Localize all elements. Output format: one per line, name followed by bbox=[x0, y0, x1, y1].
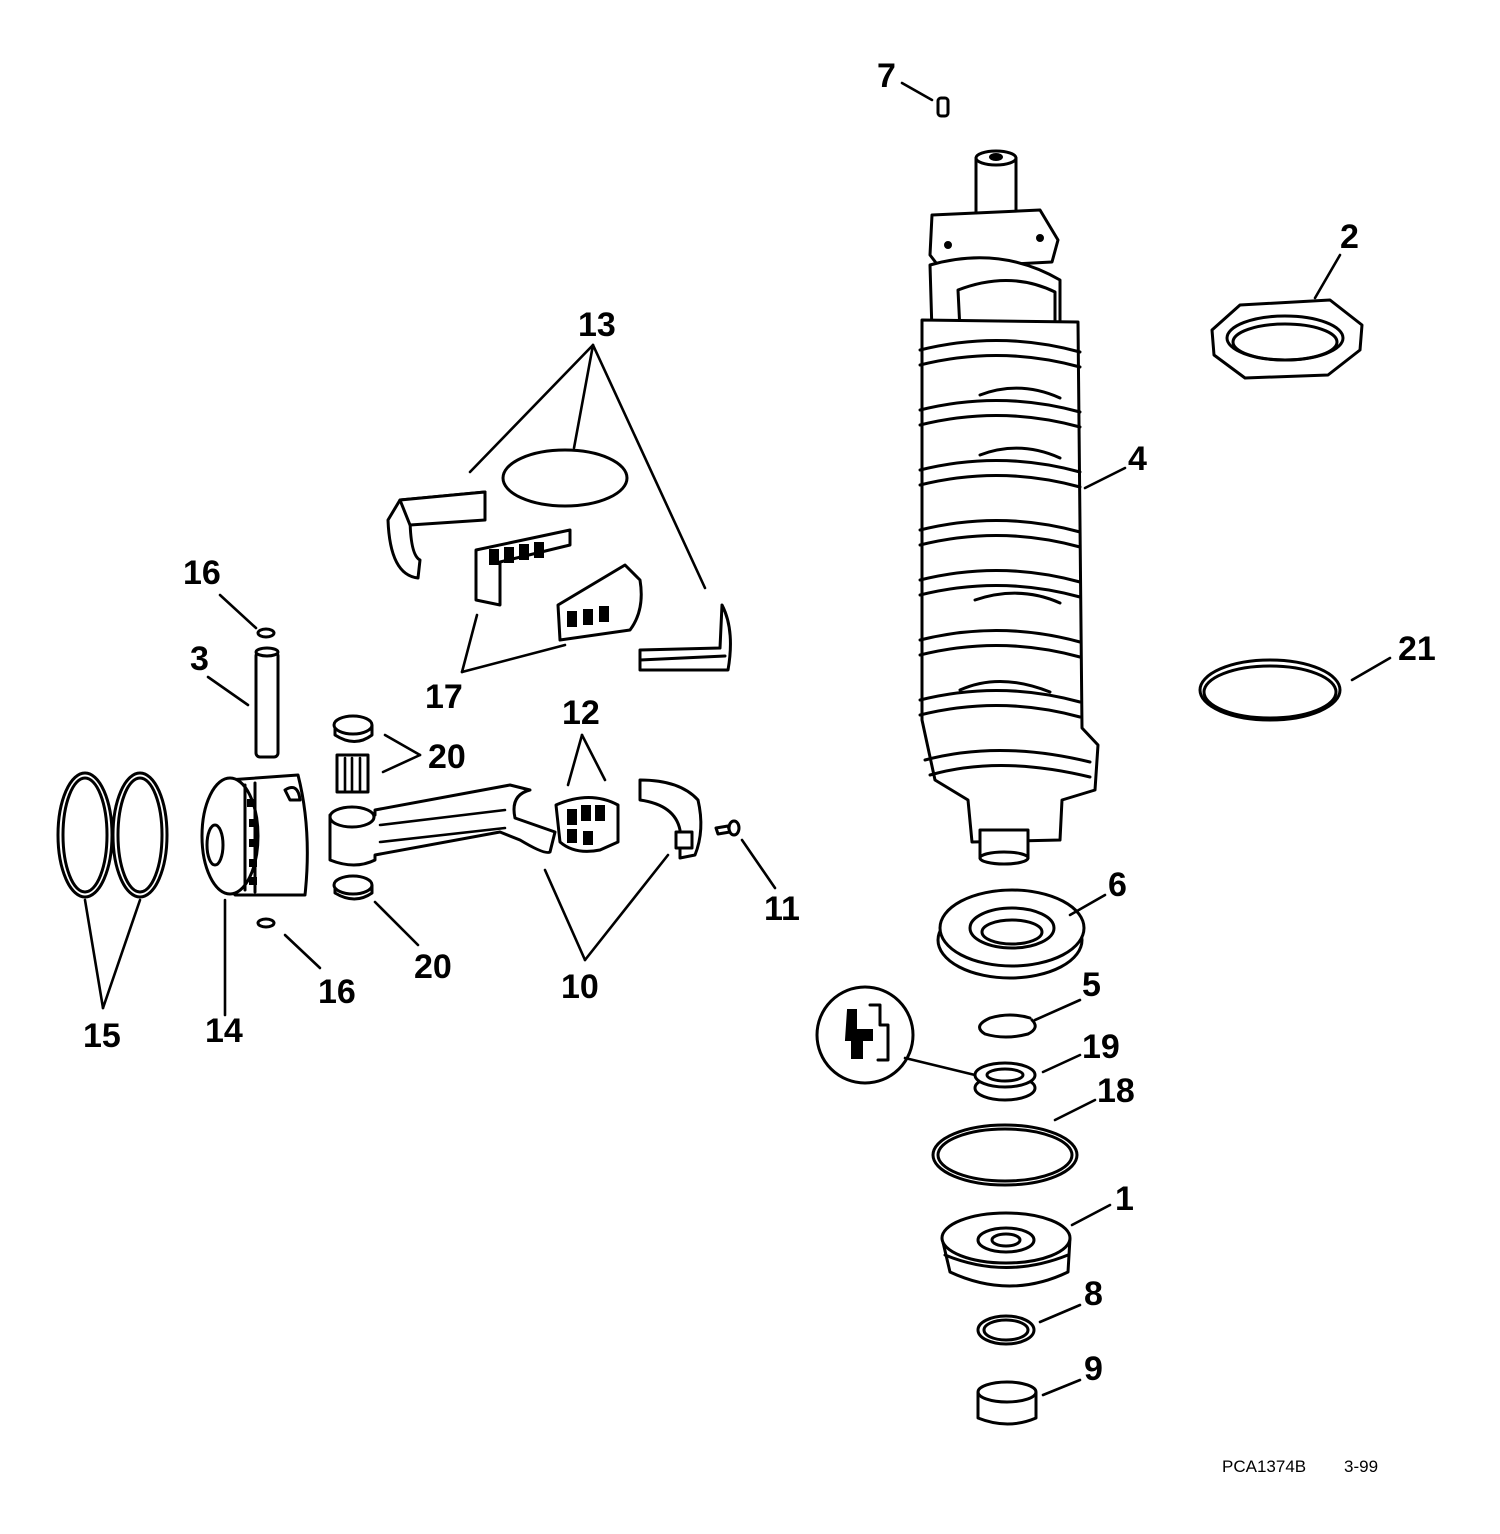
woodruff-key bbox=[936, 96, 950, 118]
main-bearing-set bbox=[386, 448, 732, 672]
needle-bearing-cages bbox=[474, 528, 643, 642]
piston-ring-grooves bbox=[247, 799, 257, 885]
callout-20-upper: 20 bbox=[428, 738, 466, 776]
snap-ring bbox=[978, 1013, 1037, 1039]
piston-rings bbox=[56, 771, 169, 899]
callout-8: 8 bbox=[1084, 1275, 1103, 1313]
callout-18: 18 bbox=[1097, 1072, 1135, 1110]
wrist-pin-bearing-lower bbox=[332, 874, 374, 901]
small-o-ring bbox=[976, 1314, 1036, 1346]
connecting-rod bbox=[328, 783, 557, 867]
oil-seal bbox=[973, 1061, 1037, 1102]
callout-16-upper: 16 bbox=[183, 554, 221, 592]
callout-4: 4 bbox=[1128, 440, 1147, 478]
piston-pin bbox=[254, 646, 280, 759]
bearing-housing bbox=[940, 1211, 1072, 1288]
callout-20-lower: 20 bbox=[414, 948, 452, 986]
callout-15: 15 bbox=[83, 1017, 121, 1055]
callout-labels: 7 2 4 21 6 5 19 18 1 8 9 13 17 16 3 12 2… bbox=[83, 57, 1436, 1388]
callout-9: 9 bbox=[1084, 1350, 1103, 1388]
callout-19: 19 bbox=[1082, 1028, 1120, 1066]
callout-11: 11 bbox=[764, 890, 800, 928]
seal-detail-inset bbox=[815, 985, 977, 1085]
o-ring bbox=[931, 1123, 1079, 1187]
callout-13: 13 bbox=[578, 306, 616, 344]
callout-16-lower: 16 bbox=[318, 973, 356, 1011]
bushing bbox=[976, 1380, 1038, 1426]
callout-6: 6 bbox=[1108, 866, 1127, 904]
callout-2: 2 bbox=[1340, 218, 1359, 256]
callout-7: 7 bbox=[877, 57, 896, 95]
callout-17: 17 bbox=[425, 678, 463, 716]
leader-lines bbox=[83, 81, 1392, 1397]
ball-bearing bbox=[936, 888, 1086, 980]
pin-retainer-clip-upper bbox=[256, 627, 276, 639]
piston bbox=[200, 773, 309, 897]
crank-journals bbox=[918, 338, 1092, 779]
callout-3: 3 bbox=[190, 640, 209, 678]
callout-10: 10 bbox=[561, 968, 599, 1006]
callout-5: 5 bbox=[1082, 966, 1101, 1004]
drawing-code: PCA1374B bbox=[1222, 1457, 1306, 1476]
callout-12: 12 bbox=[562, 694, 600, 732]
pin-retainer-clip-lower bbox=[256, 917, 276, 929]
wrist-pin-bearing-upper bbox=[332, 714, 374, 794]
seal-plate bbox=[1210, 298, 1364, 380]
callout-14: 14 bbox=[205, 1012, 243, 1050]
callout-1: 1 bbox=[1115, 1180, 1134, 1218]
rod-cap-screw bbox=[714, 819, 741, 837]
drawing-date: 3-99 bbox=[1344, 1457, 1378, 1476]
callout-21: 21 bbox=[1398, 630, 1436, 668]
retaining-ring bbox=[1198, 658, 1342, 722]
rod-cap bbox=[638, 778, 703, 860]
rod-bearing-cage bbox=[554, 796, 620, 853]
crankshaft bbox=[918, 149, 1100, 866]
